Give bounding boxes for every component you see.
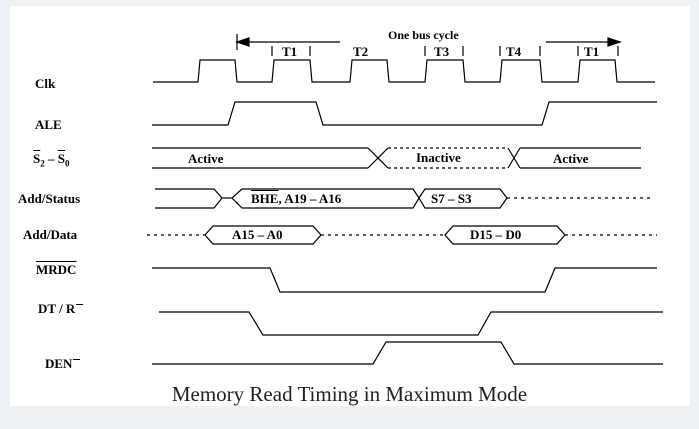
status-active-label: Active xyxy=(553,151,589,166)
add-status-waveform xyxy=(155,188,653,209)
signal-label-status: S2 – S0 xyxy=(33,151,70,169)
status-active-label: Active xyxy=(188,151,224,166)
signal-label-dtr: DT / R xyxy=(38,301,84,317)
signal-label-den: DEN xyxy=(45,356,81,372)
figure-caption: Memory Read Timing in Maximum Mode xyxy=(171,382,528,406)
status-inactive-label: Inactive xyxy=(416,150,461,165)
status-bits-label: S7 – S3 xyxy=(431,191,472,206)
data-label: D15 – D0 xyxy=(470,227,522,242)
status-waveform xyxy=(152,147,641,169)
t-state-label: T3 xyxy=(434,44,450,59)
signal-label-clk: Clk xyxy=(35,76,56,91)
signal-label-mrdc: MRDC xyxy=(36,262,77,277)
t-state-label: T4 xyxy=(506,44,522,59)
clk-waveform xyxy=(153,59,655,83)
mrdc-waveform xyxy=(152,267,657,293)
signal-label-add-data: Add/Data xyxy=(23,227,78,242)
t-state-label: T1 xyxy=(282,44,298,59)
address-lo-label: A15 – A0 xyxy=(232,227,283,242)
den-waveform xyxy=(152,341,663,365)
dtr-waveform xyxy=(159,311,663,336)
ale-waveform xyxy=(152,101,657,126)
t-state-label: T1 xyxy=(584,44,600,59)
bus-cycle-title: One bus cycle xyxy=(388,28,459,42)
bhe-address-label: BHE, A19 – A16 xyxy=(251,191,342,206)
signal-label-ale: ALE xyxy=(35,117,62,132)
arrow-head-left xyxy=(235,37,250,47)
add-data-waveform xyxy=(147,225,657,245)
diagram-panel xyxy=(10,6,690,406)
t-state-label: T2 xyxy=(353,44,369,59)
arrow-head-right xyxy=(607,37,622,47)
signal-label-add-status: Add/Status xyxy=(18,191,81,206)
